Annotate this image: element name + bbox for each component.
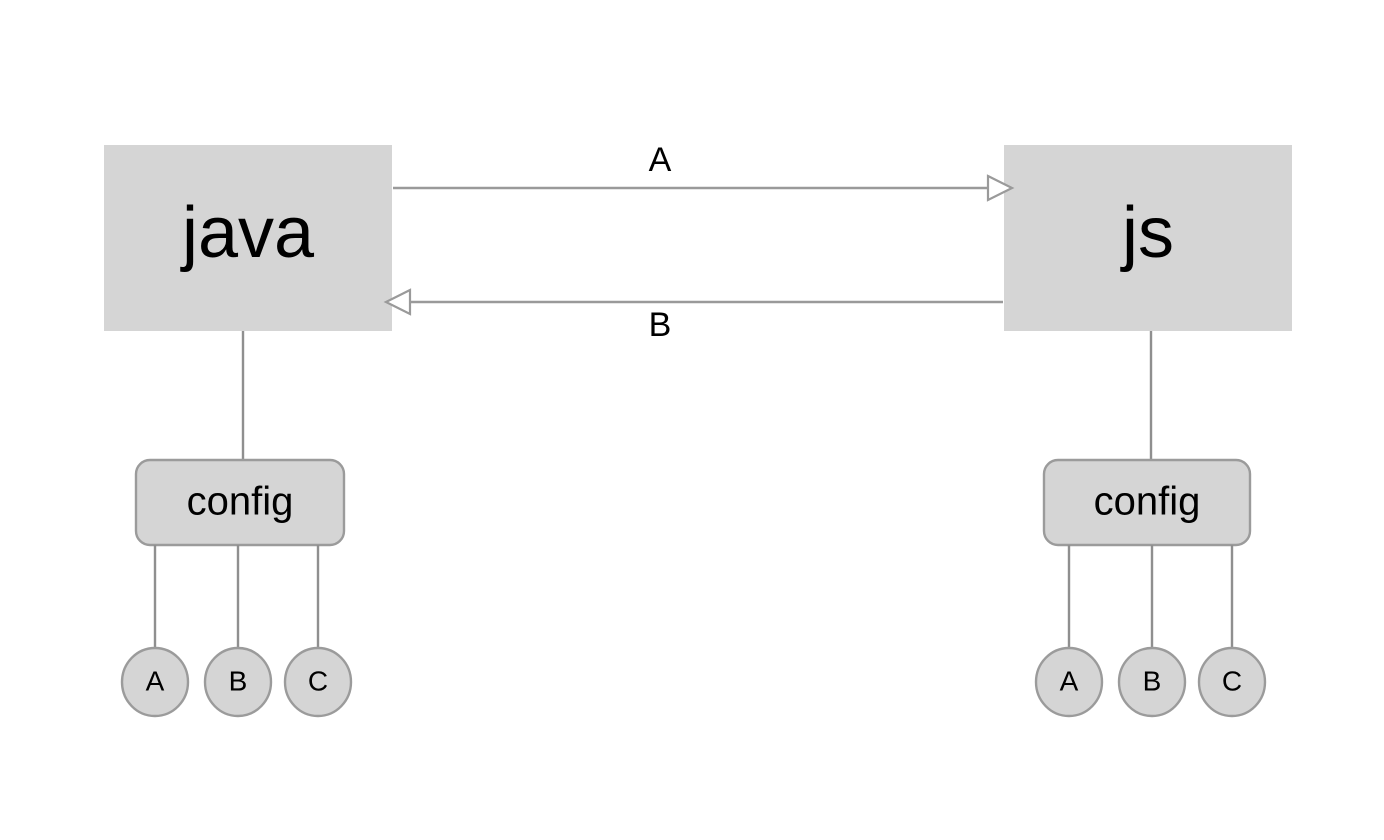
node-java-leaf-c-shape[interactable] [283,646,353,718]
node-java-config-label: config [187,480,294,524]
node-js-config[interactable]: config [1042,458,1252,547]
node-java-leaf-b[interactable]: B [203,646,273,718]
node-java-leaf-a[interactable]: A [120,646,190,718]
node-js-leaf-a-label: A [1060,665,1079,696]
flow-a[interactable]: A [393,141,1015,202]
lane-java[interactable]: java [104,145,392,331]
node-js-leaf-b[interactable]: B [1117,646,1187,718]
node-js-leaf-b-shape[interactable] [1117,646,1187,718]
node-java-box[interactable] [104,145,392,331]
node-js-leaf-a-shape[interactable] [1034,646,1104,718]
node-java-leaf-c-label: C [308,665,328,696]
node-js-box[interactable] [1004,145,1292,331]
flow-b-arrowhead-icon [383,288,412,316]
node-js-leaf-c-label: C [1222,665,1242,696]
node-java-config[interactable]: config [134,458,346,547]
node-java-leaf-b-label: B [229,665,248,696]
node-js-leaf-b-label: B [1143,665,1162,696]
node-java-leaf-a-label: A [146,665,165,696]
flow-b-label: B [649,306,672,344]
lane-js[interactable]: js [1004,145,1292,331]
node-java-config-shape[interactable] [134,458,346,547]
node-java-leaf-a-shape[interactable] [120,646,190,718]
node-java-leaf-b-shape[interactable] [203,646,273,718]
node-java-leaf-c[interactable]: C [283,646,353,718]
node-js-label: js [1120,193,1174,273]
node-js-leaf-c-shape[interactable] [1197,646,1267,718]
node-js-leaf-a[interactable]: A [1034,646,1104,718]
node-js-config-shape[interactable] [1042,458,1252,547]
flow-b[interactable]: B [383,288,1003,344]
flow-a-label: A [649,141,672,179]
node-js-config-label: config [1094,480,1201,524]
flow-a-arrowhead-icon [986,174,1015,202]
node-js-leaf-c[interactable]: C [1197,646,1267,718]
node-java-label: java [180,193,315,273]
